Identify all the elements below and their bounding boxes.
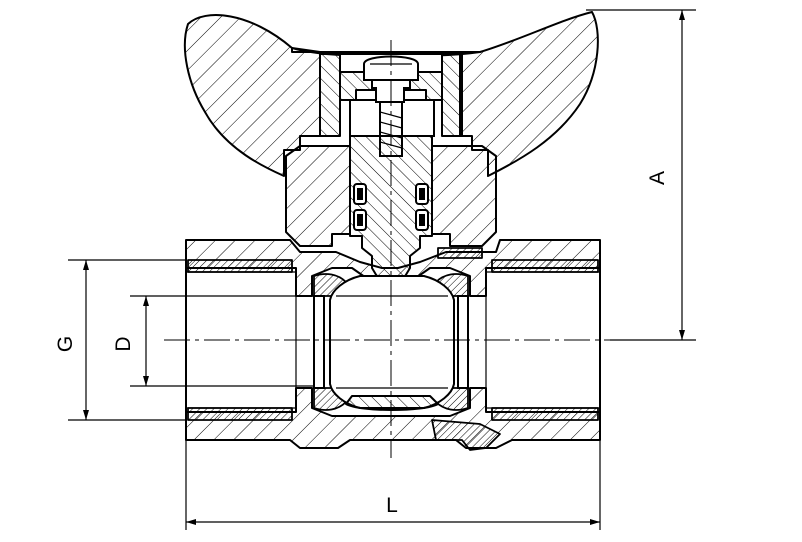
dimension-l-label: L <box>386 494 398 517</box>
ball <box>329 275 455 411</box>
dimension-d: D <box>112 295 314 387</box>
dimension-g-label: G <box>54 336 77 352</box>
dimension-g: G <box>54 259 186 421</box>
dimension-a-label: A <box>646 171 669 185</box>
left-inlet-thread <box>187 259 293 421</box>
drain-plug <box>431 247 501 451</box>
dimension-a: A <box>586 9 696 341</box>
dimension-d-label: D <box>112 336 135 351</box>
right-inlet-thread <box>491 259 599 421</box>
centerlines <box>164 40 632 458</box>
dimension-l: L <box>185 440 601 530</box>
bonnet-neck <box>285 145 497 247</box>
